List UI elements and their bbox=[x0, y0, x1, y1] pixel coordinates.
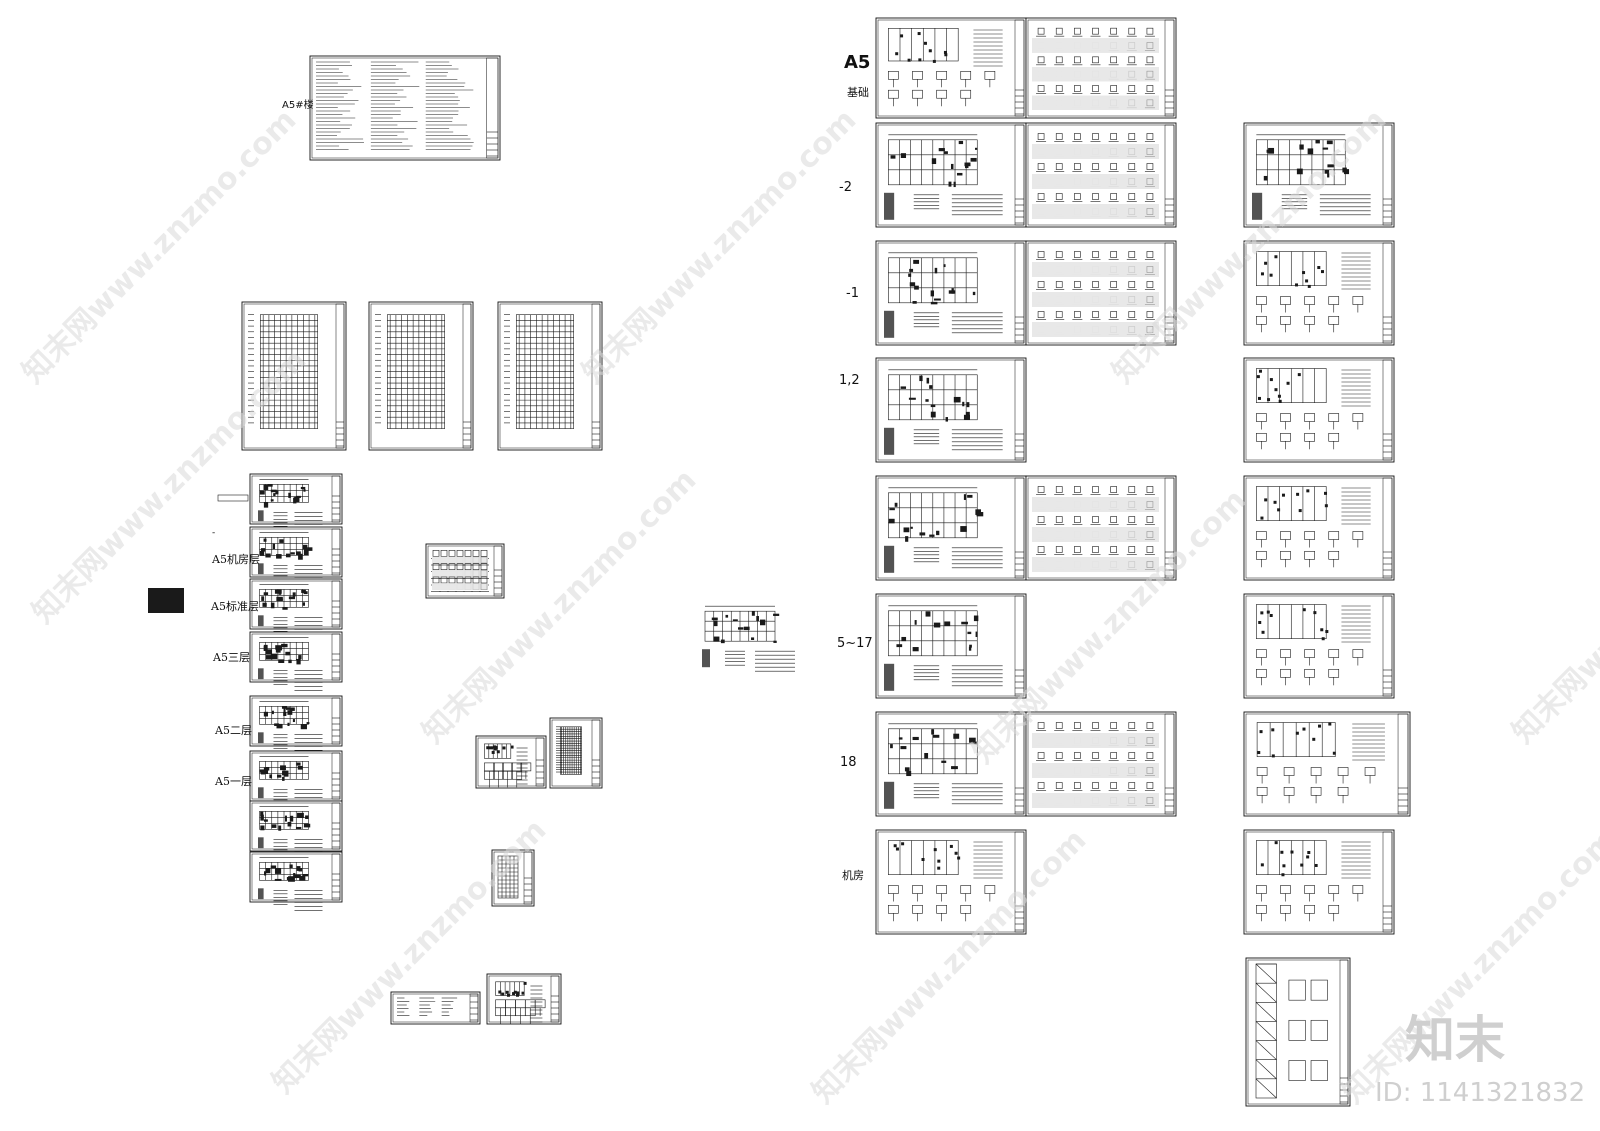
label-floor-5-17: 5~17 bbox=[837, 636, 873, 651]
sheet-elevation bbox=[241, 301, 347, 451]
label-floor-minus2: -2 bbox=[839, 180, 852, 195]
label-a5-machine-floor: A5机房层 bbox=[212, 553, 260, 566]
legend-block bbox=[148, 588, 184, 613]
label-a5-standard-floor: A5标准层 bbox=[211, 600, 259, 613]
sheet-structural-plan bbox=[875, 240, 1027, 346]
label-a5-main: A5 bbox=[844, 52, 871, 73]
sheet-floor-plan bbox=[249, 578, 343, 638]
sheet-floor-plan bbox=[249, 851, 343, 911]
label-a5-first-floor: A5一层 bbox=[215, 775, 252, 788]
sheet-floor-plan bbox=[249, 750, 343, 810]
sheet-structural-plan bbox=[875, 829, 1027, 935]
sheet-detail bbox=[1243, 122, 1395, 228]
sheet-detail bbox=[486, 973, 562, 1025]
sheet-floor-plan bbox=[249, 526, 343, 586]
sheet-detail bbox=[1243, 829, 1395, 935]
sheet-detail bbox=[1243, 357, 1395, 463]
sheet-notes bbox=[390, 991, 481, 1025]
sheet-floor-plan bbox=[249, 800, 343, 860]
sheet-stair-detail bbox=[1245, 957, 1351, 1107]
label-a5-second-floor: A5二层 bbox=[215, 724, 252, 737]
label-a5-building: A5#楼 bbox=[282, 100, 314, 111]
label-floor-1-2: 1,2 bbox=[839, 373, 860, 388]
sheet-structural-plan bbox=[875, 711, 1027, 817]
sheet-floor-plan bbox=[249, 695, 343, 755]
sheet-column-schedule bbox=[1025, 475, 1177, 581]
sheet-structural-plan bbox=[875, 122, 1027, 228]
sheet-elevation bbox=[497, 301, 603, 451]
label-machine-room: 机房 bbox=[842, 869, 864, 882]
sheet-structural-plan bbox=[875, 475, 1027, 581]
label-a5-third-floor: A5三层 bbox=[213, 651, 250, 664]
sheet-column-schedule bbox=[1025, 711, 1177, 817]
sheet-design-notes bbox=[309, 55, 501, 161]
sheet-detail bbox=[1243, 711, 1411, 817]
sheet-detail bbox=[475, 735, 547, 789]
label-floor-18: 18 bbox=[840, 755, 857, 770]
sheet-floor-plan bbox=[702, 605, 795, 672]
sheet-detail bbox=[1243, 475, 1395, 581]
sheet-foundation-grid bbox=[1025, 17, 1177, 119]
sheet-section bbox=[549, 717, 603, 789]
sheet-schedule bbox=[491, 849, 535, 907]
label-foundation: 基础 bbox=[847, 86, 869, 99]
note-box bbox=[217, 494, 249, 502]
sheet-structural-plan bbox=[875, 357, 1027, 463]
label-floor-minus1: -1 bbox=[846, 286, 859, 301]
id-text: ID: 1141321832 bbox=[1375, 1078, 1586, 1108]
sheet-structural-plan bbox=[875, 593, 1027, 699]
label-dash: - bbox=[212, 528, 216, 538]
sheet-column-schedule bbox=[1025, 122, 1177, 228]
sheet-detail-grid bbox=[425, 543, 505, 599]
brand-logo: 知末 bbox=[1405, 1011, 1505, 1069]
sheet-detail bbox=[1243, 240, 1395, 346]
sheet-column-schedule bbox=[1025, 240, 1177, 346]
sheet-detail bbox=[1243, 593, 1395, 699]
sheet-floor-plan bbox=[249, 631, 343, 691]
sheet-elevation bbox=[368, 301, 474, 451]
sheet-floor-plan bbox=[249, 473, 343, 533]
sheet-foundation-plan bbox=[875, 17, 1027, 119]
